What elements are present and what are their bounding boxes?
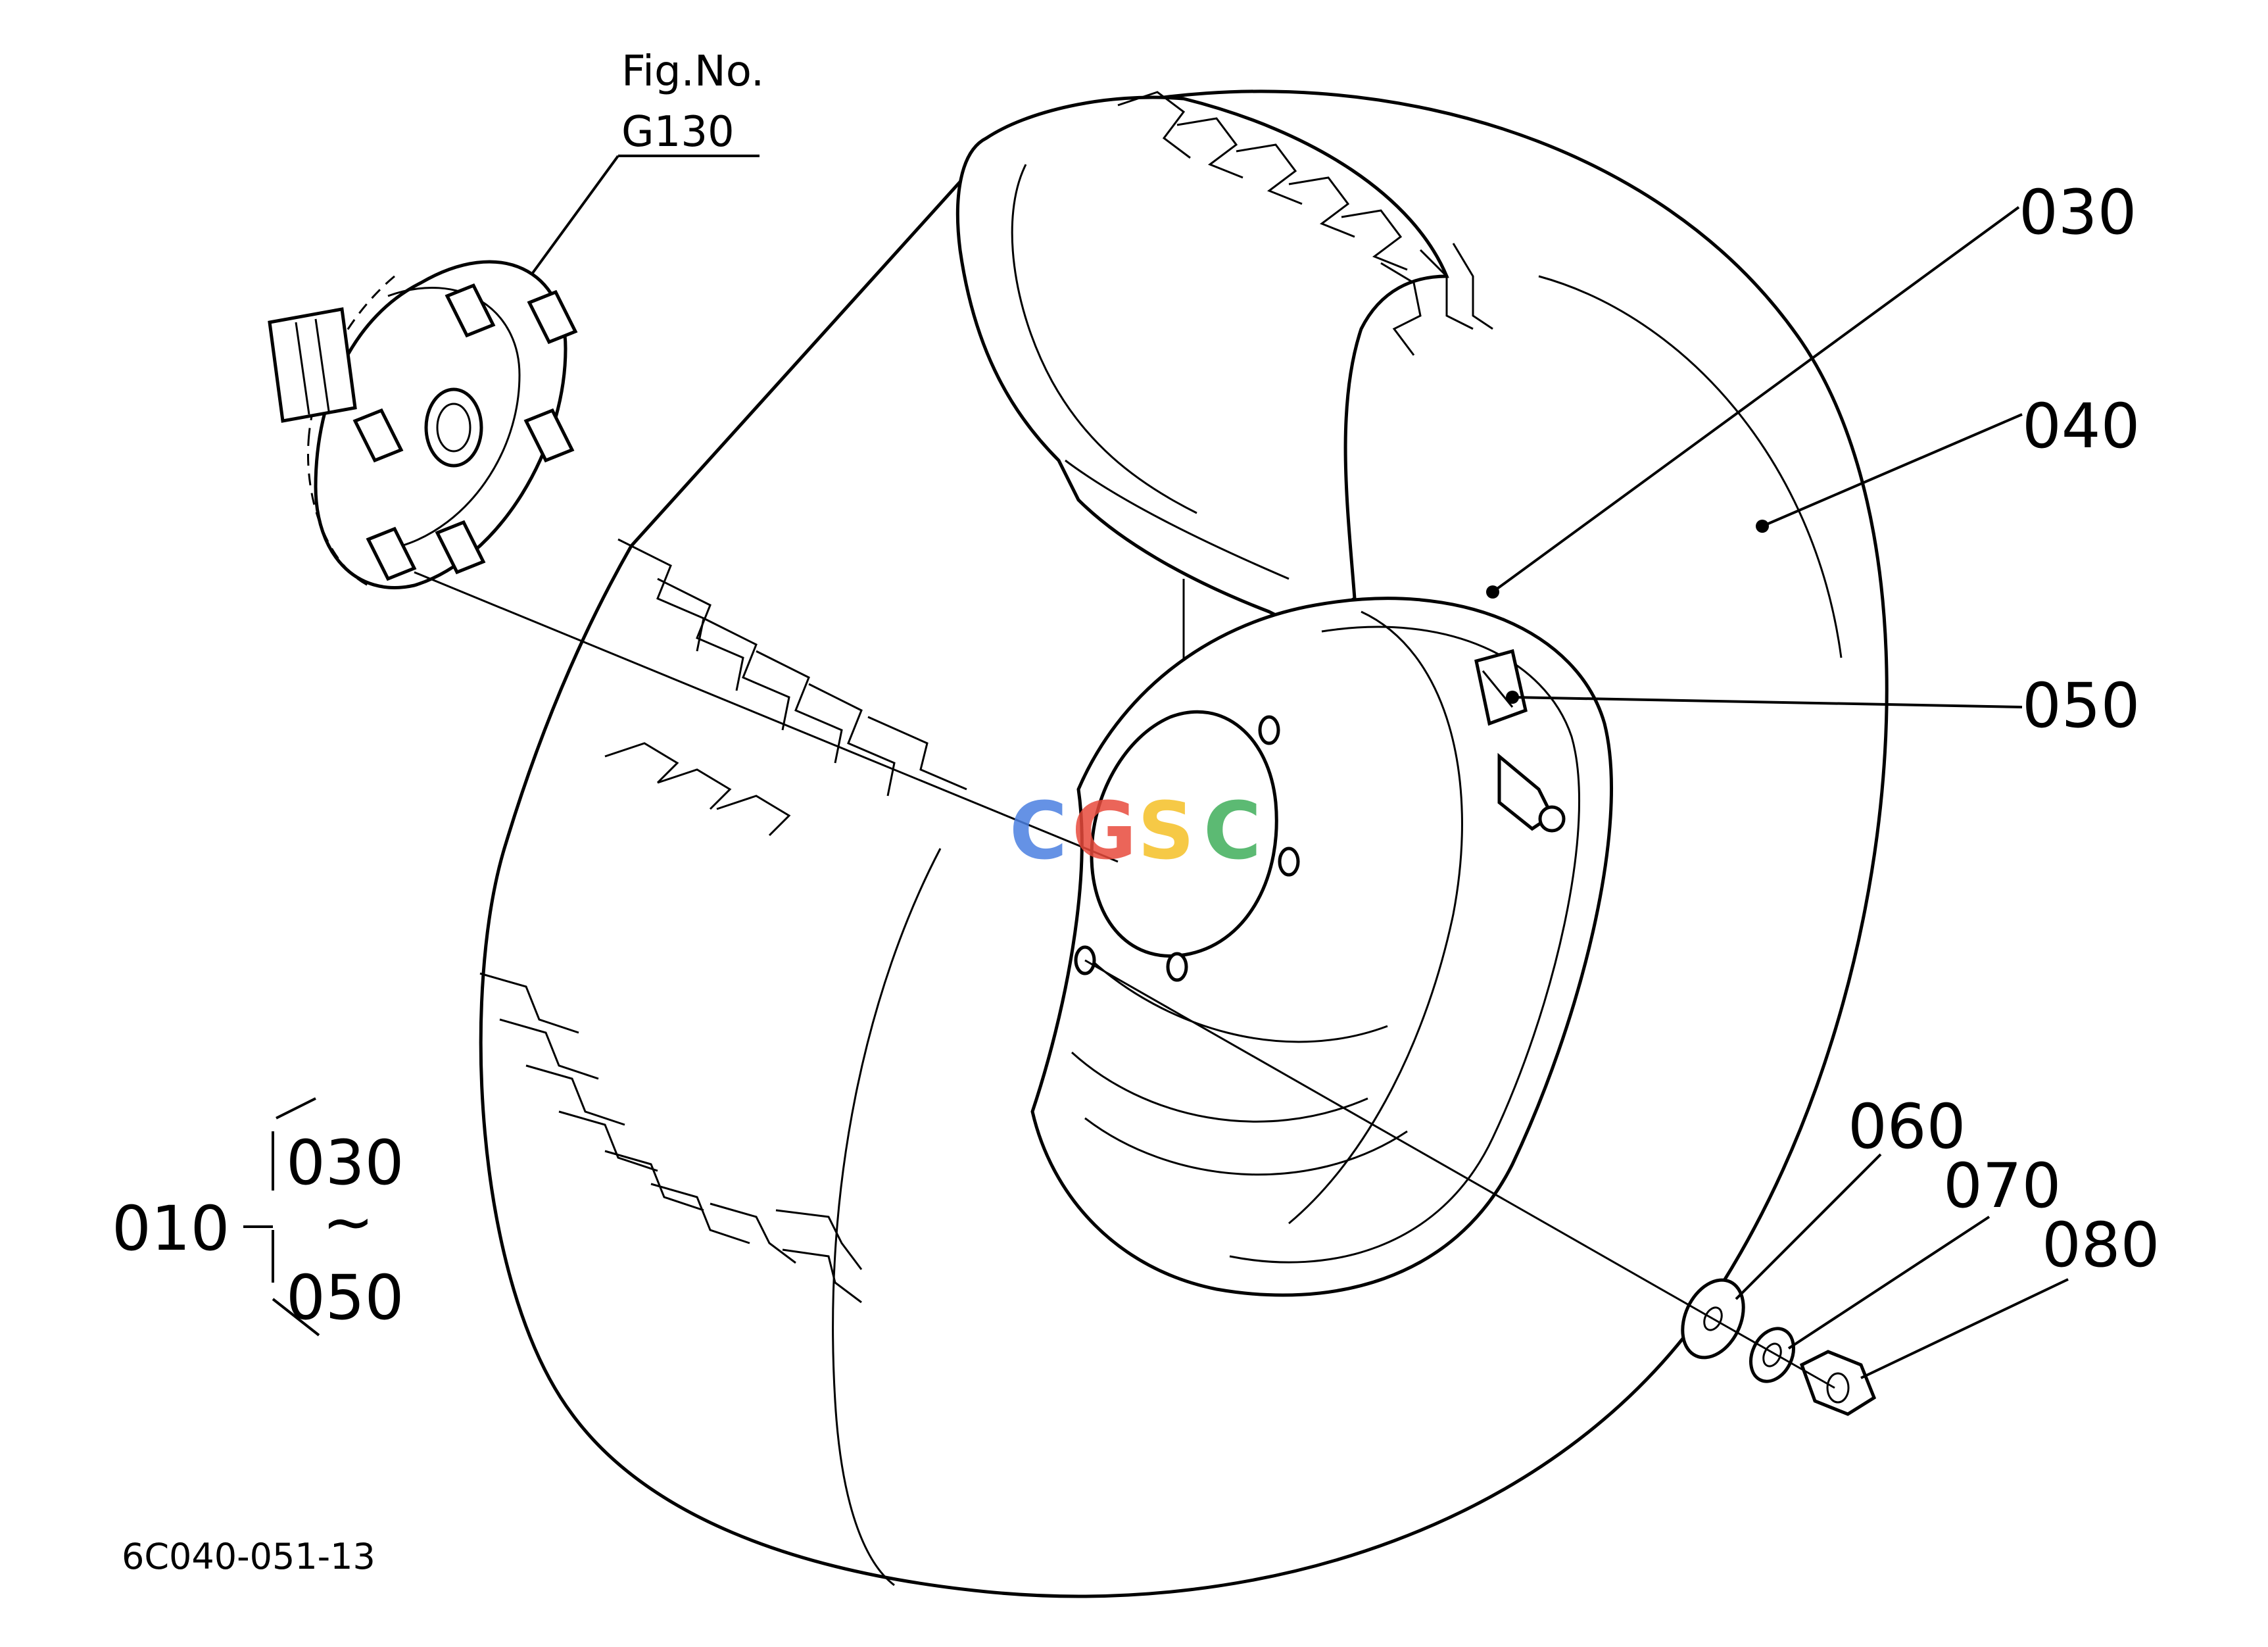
assembly-range-separator: ~ — [322, 1187, 374, 1258]
hub-axle — [268, 260, 578, 589]
callout-080: 080 — [2042, 1210, 2159, 1281]
callout-070: 070 — [1943, 1150, 2061, 1222]
watermark-letter-1: C — [1009, 786, 1067, 877]
lock-washer-070 — [1749, 1327, 1795, 1383]
watermark-letter-3: S — [1138, 786, 1194, 877]
nut-080 — [1799, 1350, 1877, 1416]
hub-studs — [352, 283, 578, 581]
assembly-parent-number: 010 — [112, 1193, 229, 1265]
watermark-letter-2: G — [1072, 786, 1137, 877]
rim-030 — [1030, 597, 1614, 1297]
leader-lines — [414, 155, 2069, 1389]
callout-040: 040 — [2022, 391, 2140, 462]
tread-pattern-left — [604, 538, 967, 837]
drawing-code: 6C040-051-13 — [122, 1536, 375, 1577]
tread-pattern-lower — [479, 972, 863, 1304]
tread-pattern-top — [1117, 91, 1493, 356]
assembly-bracket — [243, 1097, 320, 1337]
callout-030: 030 — [2019, 177, 2136, 249]
watermark-letter-4: C — [1203, 786, 1261, 877]
figure-caption: Fig.No. — [621, 47, 764, 96]
figure-number: G130 — [621, 108, 735, 157]
valve-stem-050 — [1474, 649, 1566, 833]
callout-050: 050 — [2022, 670, 2140, 742]
assembly-range-end: 050 — [286, 1262, 404, 1334]
assembly-range-start: 030 — [286, 1127, 404, 1199]
cgsc-watermark: C G S C — [1009, 786, 1261, 877]
callout-060: 060 — [1848, 1091, 1966, 1163]
